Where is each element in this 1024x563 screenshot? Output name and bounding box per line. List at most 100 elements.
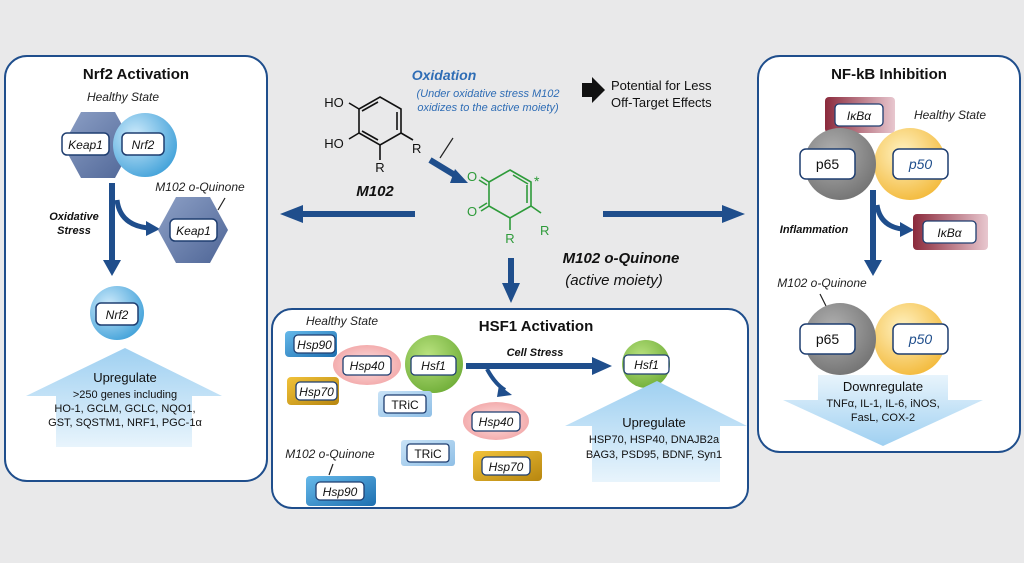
hsp40-label: Hsp40 (350, 359, 385, 373)
arrow-to-hsf1-head (502, 283, 520, 303)
potential-line-1: Potential for Less (611, 78, 712, 93)
quinone-r-right: R (540, 223, 549, 238)
p50-label: p50 (908, 156, 933, 172)
nfkb-branch-arrowhead (900, 222, 914, 237)
cell-stress-label: Cell Stress (507, 347, 564, 359)
quinone-r-bottom: R (505, 231, 514, 246)
nrf2-branch-arrowhead (146, 221, 160, 236)
nrf2-label: Nrf2 (132, 138, 155, 152)
p65-bottom-label: p65 (816, 331, 840, 347)
nrf2-label-box (121, 132, 165, 156)
inflammation-label: Inflammation (780, 224, 849, 236)
nrf2-free-label-box (95, 302, 139, 326)
nrf2-upregulate-line-3: GST, SQSTM1, NRF1, PGC-1α (48, 417, 202, 429)
nfkb-healthy-label: Healthy State (914, 108, 986, 122)
hsp40-released-label: Hsp40 (479, 415, 514, 429)
oxidation-arrowhead (450, 169, 468, 183)
hsf1-upregulate-line-2: BAG3, PSD95, BDNF, Syn1 (586, 449, 722, 461)
m102-structure (348, 96, 414, 160)
quinone-center-label: M102 o-Quinone (563, 250, 680, 267)
m102-ho-top: HO (324, 95, 344, 110)
nrf2-upregulate-line-1: >250 genes including (73, 389, 177, 401)
m102-ho-bottom: HO (324, 136, 344, 151)
p65-bottom-label-box (799, 323, 856, 355)
nfkb-down-arrowhead (864, 260, 882, 276)
hsf1-healthy-label: Healthy State (306, 314, 378, 328)
hsf1-upregulate-arrow (565, 381, 747, 482)
hsf1-label-box (410, 355, 457, 376)
nrf2-quinone-pointer (217, 197, 226, 211)
oxidation-pointer (439, 137, 454, 159)
ikba-released-label: IκBα (937, 226, 962, 240)
quinone-o-bottom: O (467, 204, 477, 219)
nfkb-downregulate-line-2: FasL, COX-2 (851, 412, 915, 424)
nfkb-quinone-label: M102 o-Quinone (777, 276, 867, 290)
ikba-released-label-box (922, 220, 977, 244)
nfkb-panel-title: NF-kB Inhibition (831, 66, 947, 83)
nrf2-upregulate-arrow (26, 348, 222, 447)
potential-line-2: Off-Target Effects (611, 95, 712, 110)
keap1-quinone-label: Keap1 (176, 224, 211, 238)
m102-label: M102 (356, 183, 394, 200)
oxidative-stress-label-1: Oxidative (49, 211, 99, 223)
hsp90-released-label: Hsp90 (323, 485, 358, 499)
oxidation-note-2: oxidizes to the active moiety) (417, 102, 559, 114)
nfkb-branch-arrow (874, 204, 903, 232)
nrf2-down-arrowhead (103, 260, 121, 276)
nrf2-quinone-label: M102 o-Quinone (155, 180, 245, 194)
oxidation-note-1: (Under oxidative stress M102 (416, 88, 559, 100)
hsp40-released-label-box (471, 411, 521, 432)
hsf1-upregulate-title: Upregulate (622, 415, 686, 430)
hsf1-label: Hsf1 (421, 359, 446, 373)
tric-released-label: TRiC (414, 447, 442, 461)
nfkb-downregulate-title: Downregulate (843, 379, 923, 394)
hsf1-panel-title: HSF1 Activation (479, 318, 593, 335)
nrf2-free-label: Nrf2 (106, 308, 129, 322)
nrf2-panel-title: Nrf2 Activation (83, 66, 189, 83)
hsf1-quinone-label: M102 o-Quinone (285, 447, 375, 461)
keap1-label: Keap1 (68, 138, 103, 152)
hsp90-label: Hsp90 (297, 338, 332, 352)
hsf1-upregulate-line-1: HSP70, HSP40, DNAJB2a (589, 434, 720, 446)
tric-label-box (383, 394, 427, 414)
oxidative-stress-label-2: Stress (57, 225, 91, 237)
hsp70-released-label-box (481, 456, 531, 476)
tric-label: TRiC (391, 398, 419, 412)
nfkb-quinone-pointer (819, 293, 827, 307)
hsp90-label-box (293, 334, 336, 354)
quinone-structure (478, 169, 542, 230)
active-moiety-label: (active moiety) (565, 272, 663, 289)
tric-released-label-box (406, 443, 450, 463)
hsf1-quinone-pointer (328, 463, 334, 476)
hsp70-label: Hsp70 (299, 385, 334, 399)
hsp70-released-label: Hsp70 (489, 460, 524, 474)
hsf1-free-label-box (623, 354, 670, 375)
hsp90-released-label-box (315, 481, 365, 501)
p50-label-box (892, 148, 949, 180)
hsf1-free-label: Hsf1 (634, 358, 659, 372)
p50-bottom-label: p50 (908, 331, 933, 347)
hsp40-label-box (342, 355, 392, 376)
oxidation-label: Oxidation (412, 67, 477, 83)
ikba-label-box (834, 103, 884, 127)
quinone-o-top: O (467, 169, 477, 184)
m102-r-right: R (412, 141, 421, 156)
keap1-quinone-label-box (169, 218, 218, 242)
nfkb-downregulate-arrow (783, 375, 983, 446)
hsf1-branch-arrowhead (497, 385, 512, 397)
nrf2-branch-arrow (114, 199, 149, 231)
keap1-label-box (61, 132, 110, 156)
m102-r-bottom: R (375, 160, 384, 175)
p50-bottom-label-box (892, 323, 949, 355)
nrf2-healthy-label: Healthy State (87, 90, 159, 104)
p65-label: p65 (816, 156, 840, 172)
hsp70-label-box (295, 381, 338, 401)
nrf2-upregulate-line-2: HO-1, GCLM, GCLC, NQO1, (54, 403, 195, 415)
arrow-to-nrf2-head (280, 205, 303, 223)
arrow-to-nfkb-head (722, 205, 745, 223)
quinone-star: * (534, 173, 540, 189)
ikba-label: IκBα (847, 109, 872, 123)
potential-arrow-icon (582, 77, 605, 103)
p65-label-box (799, 148, 856, 180)
